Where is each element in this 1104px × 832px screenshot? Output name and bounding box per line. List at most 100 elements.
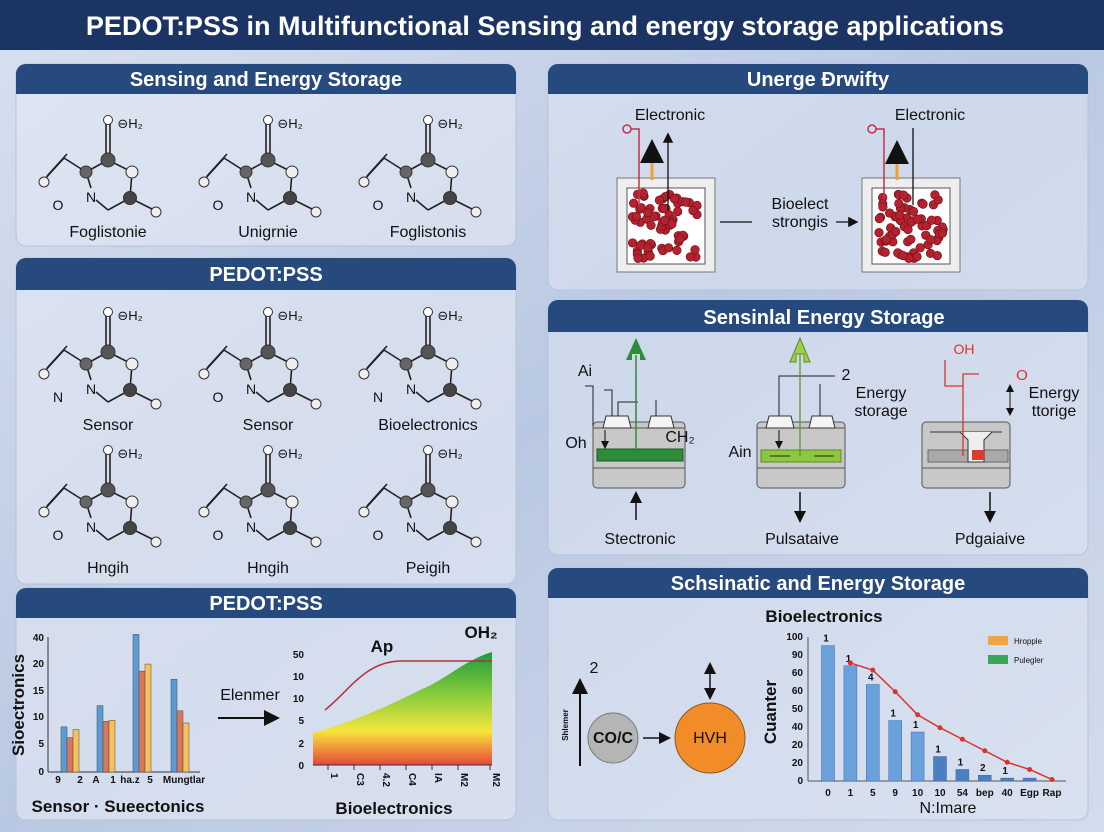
particle	[669, 194, 680, 204]
x-tick-label: IA	[432, 773, 443, 783]
nitrogen-label: N	[406, 381, 416, 397]
bond	[366, 153, 388, 177]
particle	[643, 207, 653, 218]
x-tick-label: 5	[147, 775, 153, 786]
arrow-label: Elenmer	[220, 687, 280, 704]
x-tick-label: 54	[957, 788, 969, 799]
bar	[821, 645, 835, 782]
corner-atom: O	[213, 197, 224, 213]
atom	[358, 368, 370, 380]
atom	[125, 357, 139, 371]
bar-label: 4	[868, 673, 874, 684]
page-title: PEDOT:PSS in Multifunctional Sensing and…	[86, 11, 1004, 41]
particle	[654, 195, 665, 205]
atom	[420, 344, 436, 360]
atom	[263, 307, 273, 317]
particle	[908, 206, 919, 217]
y-tick-label: 50	[792, 704, 804, 715]
bar	[843, 665, 858, 782]
atom	[470, 206, 482, 218]
x-tick-label: 1	[328, 773, 339, 779]
atom	[125, 495, 139, 509]
molecule-label: Unigrnie	[238, 224, 298, 241]
x-tick-label: M2	[458, 773, 469, 787]
particle	[881, 235, 891, 245]
x-tick-label: M2	[490, 773, 501, 787]
y-tick-label: 20	[792, 740, 804, 751]
top-label: ⊖H₂	[277, 116, 302, 131]
bond	[255, 199, 269, 211]
particle	[930, 190, 940, 200]
particle	[926, 235, 936, 245]
bond	[206, 483, 228, 507]
corner-atom: N	[53, 389, 63, 405]
x-tick-label: C4	[406, 773, 417, 786]
y-tick-label: 10	[293, 672, 305, 683]
y-tick-label: 5	[298, 716, 304, 727]
particle	[627, 238, 638, 248]
top-label: ⊖H₂	[437, 308, 462, 323]
panel-header: Sensing and Energy Storage	[130, 69, 402, 91]
bar	[138, 670, 146, 773]
particle	[673, 206, 683, 217]
x-tick-label: 10	[912, 788, 924, 799]
panel-right-bottom: Schsinatic and Energy Storage	[547, 567, 1089, 821]
tag-ch2: CH₂	[665, 429, 694, 446]
bar	[182, 722, 190, 773]
device-label: Pdgaiaive	[955, 531, 1025, 548]
particle	[918, 199, 928, 209]
molecule-label: Hngih	[87, 560, 129, 577]
molecule-label: Bioelectronics	[378, 417, 478, 434]
panel-header: Unerge Ðrwifty	[747, 69, 890, 91]
x-tick-label: Egp	[1020, 788, 1039, 799]
bar	[176, 710, 184, 773]
atom	[423, 445, 433, 455]
note-line2: storage	[854, 403, 907, 420]
y-tick-label: 15	[33, 686, 45, 697]
corner-atom: O	[373, 527, 384, 543]
atom	[260, 344, 276, 360]
particle	[932, 250, 942, 261]
line-point	[982, 748, 988, 754]
nitrogen-label: N	[86, 519, 96, 535]
atom	[79, 165, 93, 179]
x-tick-label: 0	[825, 788, 831, 799]
device-stectronic: Ai Oh CH₂ Stectronic	[565, 338, 695, 548]
x-axis-label: N:Imare	[920, 800, 977, 817]
atom	[150, 536, 162, 548]
nitrogen-label: N	[246, 381, 256, 397]
y-axis-label: Sioectronics	[9, 654, 28, 756]
atom	[38, 368, 50, 380]
top-label: ⊖H₂	[437, 116, 462, 131]
bond	[46, 483, 68, 507]
y-tick-label: 50	[293, 650, 305, 661]
green-up-arrow-icon	[626, 338, 646, 360]
particle	[659, 203, 669, 214]
particle	[690, 245, 700, 255]
nitrogen-label: N	[86, 381, 96, 397]
atom	[399, 165, 413, 179]
line-point	[959, 736, 965, 742]
bar	[1000, 777, 1014, 782]
particle	[912, 252, 922, 262]
panel-header: Sensinlal Energy Storage	[703, 307, 944, 329]
particle	[895, 210, 905, 220]
title-bar	[0, 0, 1104, 50]
nitrogen-label: N	[86, 189, 96, 205]
particle	[915, 243, 925, 253]
particle-diagram: Electronic Electronic Bioelect strongis	[616, 107, 965, 273]
atom	[239, 357, 253, 371]
y-axis-label: Cuanter	[761, 680, 780, 745]
bond	[46, 153, 68, 177]
atom	[445, 165, 459, 179]
bond	[366, 483, 388, 507]
axis-number: 2	[590, 660, 599, 677]
atom	[358, 176, 370, 188]
top-label: ⊖H₂	[277, 308, 302, 323]
x-tick-label: 5	[870, 788, 876, 799]
molecule-label: Hngih	[247, 560, 289, 577]
tag-o: O	[1016, 367, 1028, 384]
